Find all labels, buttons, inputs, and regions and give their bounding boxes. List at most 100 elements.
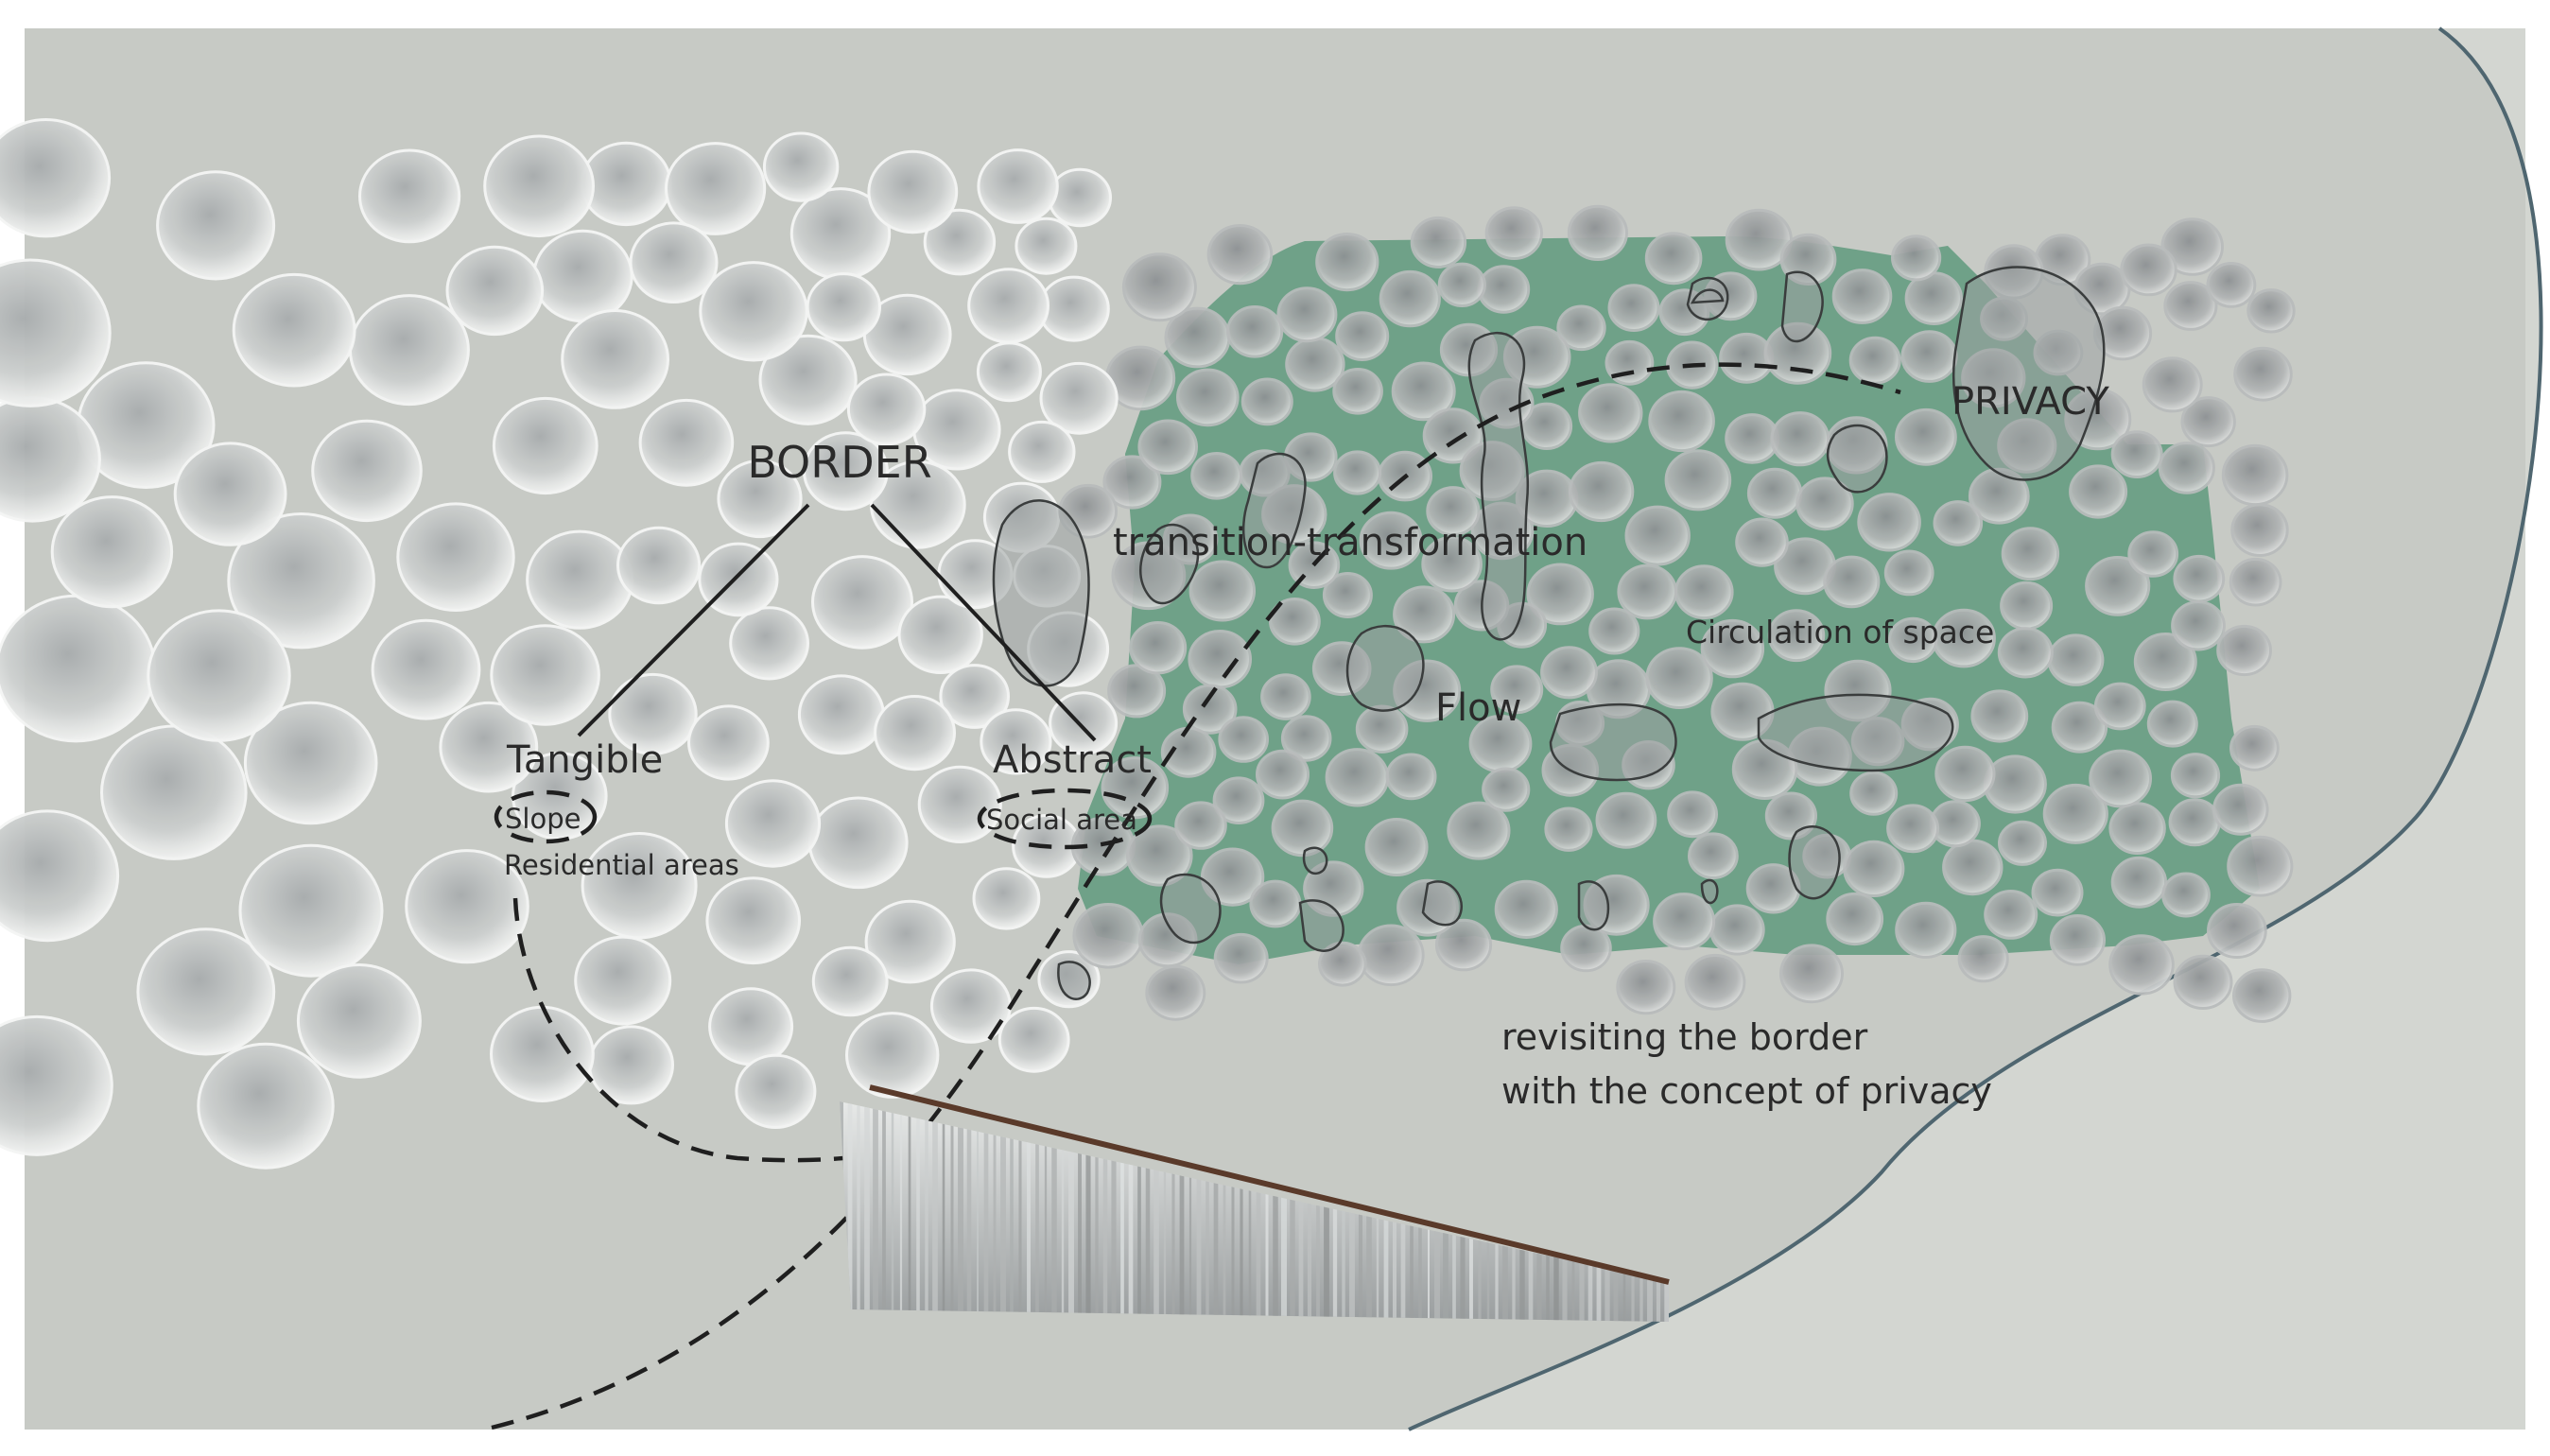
tube: [1578, 383, 1643, 443]
tube: [2232, 968, 2292, 1023]
tube: [1735, 517, 1789, 567]
tube: [1624, 505, 1691, 566]
tube: [2246, 288, 2296, 334]
tube: [2216, 624, 2273, 677]
tube: [1256, 749, 1310, 800]
tube: [2229, 557, 2282, 607]
tube: [1957, 935, 2009, 983]
tube: [1137, 419, 1198, 476]
slope-ellipse: [494, 789, 598, 844]
tube: [147, 609, 291, 742]
tube: [1188, 630, 1252, 689]
label-tangible: Tangible: [506, 738, 663, 782]
tube: [574, 935, 672, 1026]
tube: [1008, 420, 1076, 483]
blob: [1345, 624, 1425, 712]
tube: [580, 141, 672, 227]
tube: [2161, 872, 2211, 918]
tube: [1437, 262, 1486, 307]
tube: [2069, 464, 2128, 519]
blob: [1690, 288, 1725, 304]
tube: [806, 272, 881, 342]
tube: [1883, 549, 1934, 597]
tube: [405, 849, 529, 964]
slope-section-model: [840, 1084, 1670, 1322]
label-residential-areas: Residential areas: [504, 849, 739, 881]
tube: [638, 398, 735, 487]
tube: [490, 624, 600, 726]
tube: [1226, 305, 1284, 358]
tube: [2042, 783, 2108, 844]
tube: [1333, 450, 1382, 495]
tube: [2047, 633, 2105, 686]
tube: [1212, 776, 1265, 825]
tube-field: [0, 118, 2296, 1170]
tube: [976, 341, 1042, 403]
tube: [1779, 944, 1844, 1004]
tube: [811, 945, 889, 1017]
tube: [0, 809, 120, 943]
blob: [1788, 825, 1841, 900]
tube: [1895, 901, 1957, 959]
tube: [227, 512, 375, 650]
tube: [977, 148, 1059, 224]
tube: [846, 373, 927, 446]
tube: [1933, 500, 1984, 546]
tube: [1206, 224, 1274, 286]
tube: [2110, 856, 2168, 909]
tube: [492, 396, 598, 495]
tube: [1900, 330, 1958, 383]
tube: [2163, 281, 2218, 331]
tube: [1200, 847, 1265, 907]
tube: [1385, 753, 1437, 801]
tube: [1645, 647, 1713, 709]
tube: [1249, 879, 1302, 928]
tube: [1942, 839, 2004, 896]
tube: [2229, 724, 2280, 771]
tube: [1849, 771, 1899, 816]
tube: [1276, 286, 1338, 343]
tube: [1422, 407, 1483, 464]
label-social-area: Social area: [986, 804, 1137, 836]
tube: [1887, 616, 1938, 664]
tube: [2108, 934, 2175, 996]
note-line-1: revisiting the border: [1501, 1016, 1868, 1058]
tube: [1182, 684, 1238, 735]
tube: [371, 618, 481, 720]
tube: [2233, 346, 2293, 402]
tube: [758, 334, 858, 425]
tube: [2207, 903, 2267, 959]
tube: [699, 261, 808, 362]
tube: [100, 724, 248, 860]
label-slope: Slope: [505, 803, 581, 835]
blob: [1780, 270, 1824, 343]
tube: [802, 431, 889, 511]
tube: [1174, 801, 1227, 850]
tube: [2221, 443, 2289, 507]
tube: [869, 459, 966, 549]
tube: [2146, 700, 2198, 748]
tube: [1332, 368, 1383, 415]
label-circulation: Circulation of space: [1686, 614, 1994, 650]
tube: [1688, 832, 1739, 880]
tube: [483, 134, 595, 238]
blob: [992, 499, 1090, 687]
tube: [2120, 243, 2177, 297]
tube: [581, 832, 698, 940]
tube: [1355, 704, 1409, 754]
tube: [1653, 893, 1716, 951]
tube: [526, 529, 634, 630]
label-border: BORDER: [747, 437, 931, 488]
tube: [1891, 234, 1942, 282]
tube: [1188, 560, 1257, 622]
blob: [1549, 702, 1677, 782]
tube: [2212, 783, 2269, 836]
tube: [1335, 311, 1390, 362]
tube: [1318, 941, 1367, 987]
label-abstract: Abstract: [993, 738, 1152, 782]
tube: [1568, 460, 1635, 523]
tube: [1795, 477, 1854, 531]
label-transition-transformation: transition-transformation: [1113, 521, 1587, 564]
